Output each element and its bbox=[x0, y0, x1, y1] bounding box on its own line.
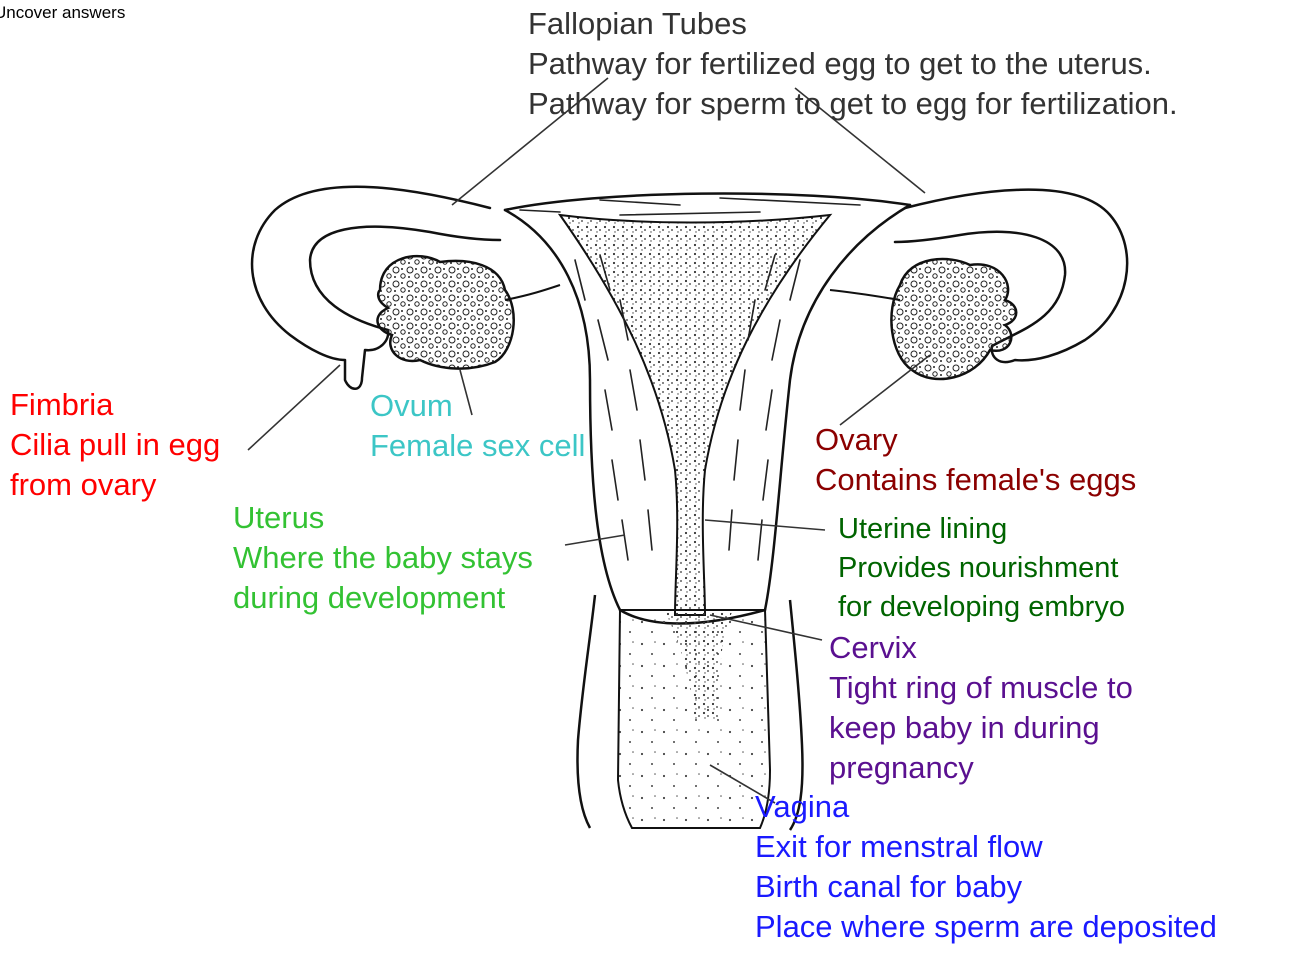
uterus-fundus bbox=[505, 194, 910, 210]
cervix-line-1: Tight ring of muscle to bbox=[829, 668, 1133, 708]
cervix-title: Cervix bbox=[829, 628, 1133, 668]
lining-leader bbox=[705, 520, 825, 530]
uterus-line-1: Where the baby stays bbox=[233, 538, 533, 578]
uterus-label: Uterus Where the baby stays during devel… bbox=[233, 498, 533, 618]
fallopian-line-1: Pathway for fertilized egg to get to the… bbox=[528, 44, 1178, 84]
ovary-label: Ovary Contains female's eggs bbox=[815, 420, 1136, 500]
fallopian-title: Fallopian Tubes bbox=[528, 4, 1178, 44]
right-ovarian-ligament bbox=[830, 290, 900, 300]
vagina-line-2: Birth canal for baby bbox=[755, 867, 1217, 907]
vagina-label: Vagina Exit for menstral flow Birth cana… bbox=[755, 787, 1217, 947]
vagina-title: Vagina bbox=[755, 787, 1217, 827]
ovum-title: Ovum bbox=[370, 386, 585, 426]
vagina-line-1: Exit for menstral flow bbox=[755, 827, 1217, 867]
fimbria-label: Fimbria Cilia pull in egg from ovary bbox=[10, 385, 220, 505]
ovary-line-1: Contains female's eggs bbox=[815, 460, 1136, 500]
fimbria-line-2: from ovary bbox=[10, 465, 220, 505]
vagina-line-3: Place where sperm are deposited bbox=[755, 907, 1217, 947]
left-ovarian-ligament bbox=[505, 285, 560, 300]
ovum-label: Ovum Female sex cell bbox=[370, 386, 585, 466]
ovum-line-1: Female sex cell bbox=[370, 426, 585, 466]
ovary-leader bbox=[840, 355, 930, 425]
lining-line-2: for developing embryo bbox=[838, 588, 1125, 627]
lining-line-1: Provides nourishment bbox=[838, 549, 1125, 588]
fimbria-line-1: Cilia pull in egg bbox=[10, 425, 220, 465]
uncover-answers-link[interactable]: Uncover answers bbox=[0, 3, 125, 23]
lining-title: Uterine lining bbox=[838, 510, 1125, 549]
uterine-cavity bbox=[560, 215, 830, 615]
cervix-line-3: pregnancy bbox=[829, 748, 1133, 788]
cervix-label: Cervix Tight ring of muscle to keep baby… bbox=[829, 628, 1133, 788]
fimbria-leader bbox=[248, 365, 340, 450]
fallopian-tubes-label: Fallopian Tubes Pathway for fertilized e… bbox=[528, 4, 1178, 124]
uterus-line-2: during development bbox=[233, 578, 533, 618]
fallopian-line-2: Pathway for sperm to get to egg for fert… bbox=[528, 84, 1178, 124]
uterus-leader bbox=[565, 535, 625, 545]
ovary-title: Ovary bbox=[815, 420, 1136, 460]
left-ovary bbox=[377, 256, 513, 368]
uterine-lining-label: Uterine lining Provides nourishment for … bbox=[838, 510, 1125, 627]
uterus-title: Uterus bbox=[233, 498, 533, 538]
cervix-line-2: keep baby in during bbox=[829, 708, 1133, 748]
fimbria-title: Fimbria bbox=[10, 385, 220, 425]
